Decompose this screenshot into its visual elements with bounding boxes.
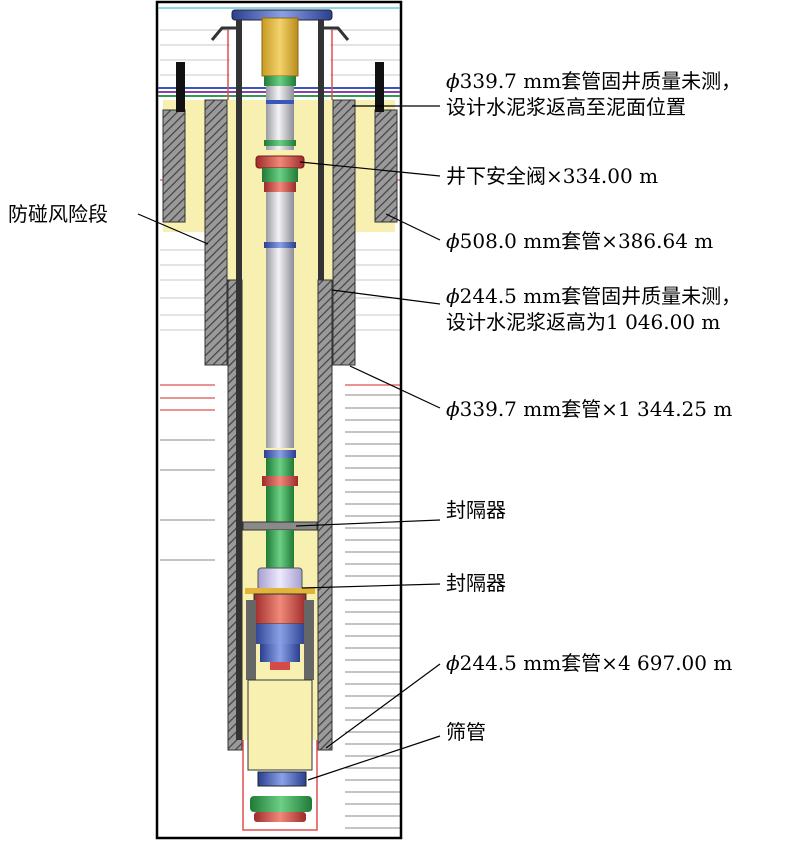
phi-symbol: ϕ xyxy=(446,229,460,253)
label-casing-339-depth: ϕ339.7 mm套管×1 344.25 m xyxy=(446,396,732,422)
label-line: 设计水泥浆返高至泥面位置 xyxy=(446,95,686,119)
label-casing-339-cement: ϕ339.7 mm套管固井质量未测， 设计水泥浆返高至泥面位置 xyxy=(446,68,741,120)
label-line: 244.5 mm套管固井质量未测， xyxy=(459,284,742,308)
phi-symbol: ϕ xyxy=(446,69,460,93)
wellhead xyxy=(210,9,350,740)
label-line: 设计水泥浆返高为1 046.00 m xyxy=(446,310,721,334)
phi-symbol: ϕ xyxy=(446,651,460,675)
label-screen: 筛管 xyxy=(446,720,486,744)
label-anti-collision: 防碰风险段 xyxy=(8,202,108,226)
label-text: 339.7 mm套管×1 344.25 m xyxy=(459,397,733,421)
label-casing-244-depth: ϕ244.5 mm套管×4 697.00 m xyxy=(446,650,732,676)
label-packer-1: 封隔器 xyxy=(446,498,506,522)
leader-lines xyxy=(137,105,441,781)
label-line: 339.7 mm套管固井质量未测， xyxy=(459,69,742,93)
label-safety-valve: 井下安全阀×334.00 m xyxy=(446,164,659,188)
tubing-string xyxy=(242,17,318,822)
packer-2-marker xyxy=(257,567,303,591)
phi-symbol: ϕ xyxy=(446,397,460,421)
screen-marker xyxy=(257,771,307,787)
diagram-frame xyxy=(155,0,403,840)
label-packer-2: 封隔器 xyxy=(446,571,506,595)
phi-symbol: ϕ xyxy=(446,284,460,308)
label-text: 508.0 mm套管×386.64 m xyxy=(459,229,714,253)
casing-508 xyxy=(162,62,398,223)
safety-valve-marker xyxy=(255,155,305,169)
label-casing-244-cement: ϕ244.5 mm套管固井质量未测， 设计水泥浆返高为1 046.00 m xyxy=(446,283,741,335)
label-casing-508: ϕ508.0 mm套管×386.64 m xyxy=(446,228,713,254)
hole-wall xyxy=(227,30,333,831)
label-text: 244.5 mm套管×4 697.00 m xyxy=(459,651,733,675)
formation-lines xyxy=(160,29,400,829)
